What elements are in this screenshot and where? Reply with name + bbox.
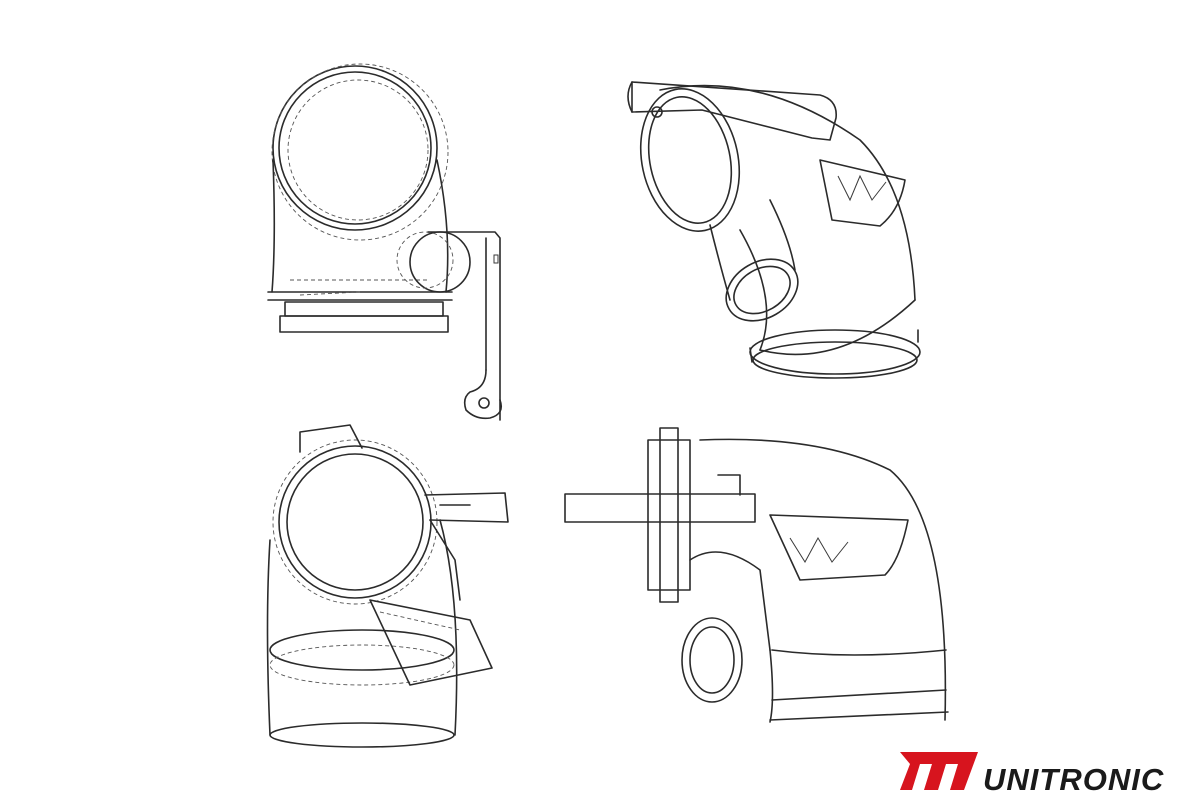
view-isometric xyxy=(627,81,921,379)
view-side-elevation xyxy=(564,427,949,723)
view-front-elevation xyxy=(267,63,503,421)
unitronic-logo-icon xyxy=(900,752,978,790)
brand-wordmark: UNITRONIC xyxy=(983,762,1165,797)
view-plan xyxy=(266,424,509,748)
